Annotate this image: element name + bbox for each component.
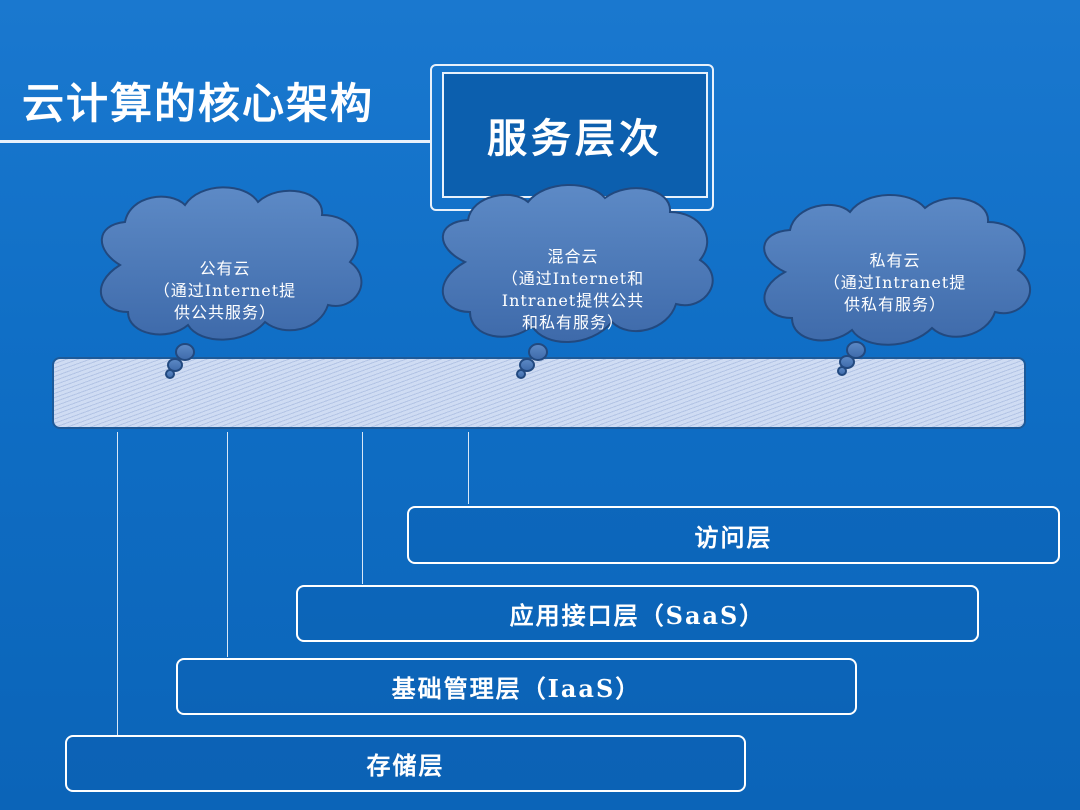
layer-access: 访问层 <box>407 506 1060 564</box>
layer-saas-label: 应用接口层（SaaS） <box>509 601 766 630</box>
layer-storage-label: 存储层 <box>366 751 445 780</box>
connector-saas <box>362 432 363 584</box>
cloud-hybrid-line-2: （通过Internet和 <box>501 269 645 288</box>
layer-storage: 存储层 <box>65 735 746 792</box>
cloud-private-line-3: 供私有服务） <box>843 295 946 314</box>
cloud-public-line-3: 供公共服务） <box>173 303 276 322</box>
service-level-badge: 服务层次 <box>442 72 708 198</box>
cloud-hybrid-line-3: Intranet提供公共 <box>501 291 645 310</box>
layer-access-label: 访问层 <box>694 522 773 552</box>
service-level-label: 服务层次 <box>487 115 663 162</box>
cloud-public-line-1: 公有云 <box>199 259 251 278</box>
page-title: 云计算的核心架构 <box>22 79 375 128</box>
layer-saas: 应用接口层（SaaS） <box>296 585 979 642</box>
title-underline <box>0 140 432 143</box>
cloud-private-label: 私有云 （通过Intranet提 供私有服务） <box>795 250 995 316</box>
cloud-hybrid-line-4: 和私有服务） <box>521 313 624 332</box>
connector-iaas <box>227 432 228 657</box>
cloud-private-line-1: 私有云 <box>869 251 921 270</box>
cloud-public-label: 公有云 （通过Internet提 供公共服务） <box>125 258 325 324</box>
cloud-hybrid-label: 混合云 （通过Internet和 Intranet提供公共 和私有服务） <box>468 246 678 334</box>
cloud-public-line-2: （通过Internet提 <box>153 281 297 300</box>
cloud-platform-band <box>52 357 1026 429</box>
layer-iaas-label: 基础管理层（IaaS） <box>391 674 642 703</box>
connector-storage <box>117 432 118 735</box>
layer-iaas: 基础管理层（IaaS） <box>176 658 857 715</box>
connector-access <box>468 432 469 504</box>
cloud-private-line-2: （通过Intranet提 <box>823 273 967 292</box>
cloud-hybrid-line-1: 混合云 <box>547 247 599 266</box>
